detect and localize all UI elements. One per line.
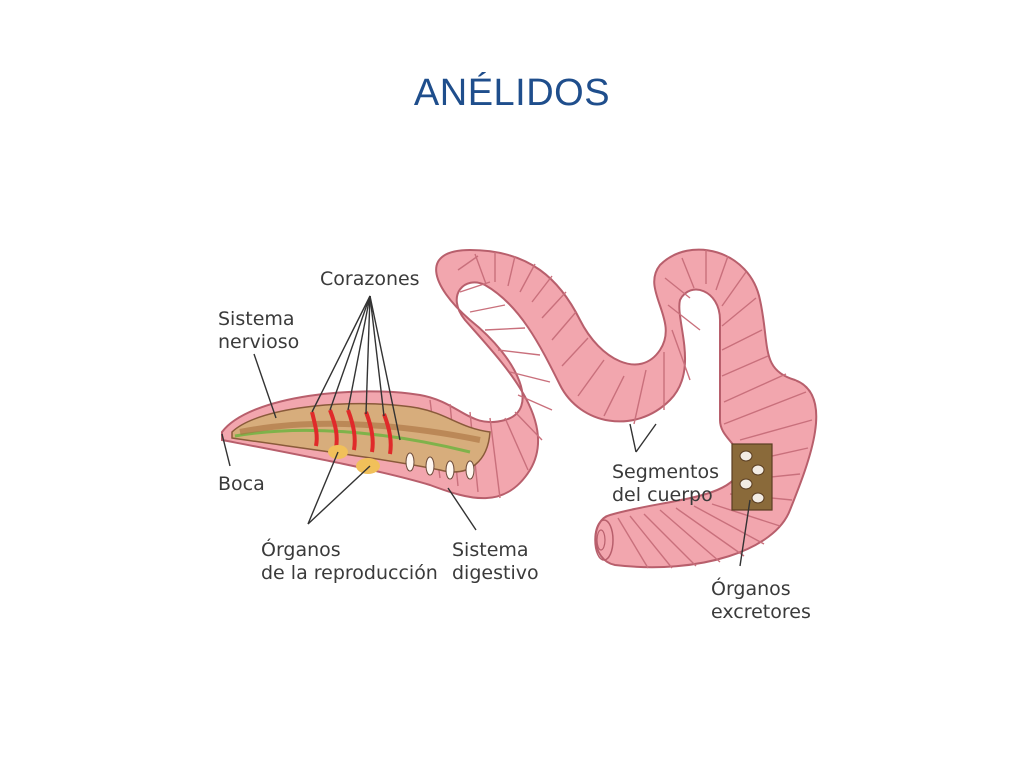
label-sistema-digestivo-line2: digestivo (452, 562, 539, 584)
label-organos-reproduccion: Órganos de la reproducción (261, 539, 438, 585)
label-boca: Boca (218, 473, 265, 495)
label-sistema-digestivo-line1: Sistema (452, 539, 529, 561)
label-organos-reproduccion-line2: de la reproducción (261, 562, 438, 584)
label-organos-excretores-line2: excretores (711, 601, 811, 623)
nephridia-tail (739, 450, 765, 504)
label-corazones: Corazones (320, 268, 420, 290)
label-sistema-nervioso-line1: Sistema (218, 308, 295, 330)
label-organos-excretores: Órganos excretores (711, 578, 811, 624)
label-sistema-nervioso: Sistema nervioso (218, 308, 299, 354)
label-organos-excretores-line1: Órganos (711, 578, 791, 600)
label-segmentos-line1: Segmentos (612, 461, 720, 483)
hearts (310, 409, 393, 455)
label-segmentos-line2: del cuerpo (612, 484, 713, 506)
nephridia-front (405, 452, 475, 480)
leader-lines (221, 295, 751, 567)
tail-tip (594, 519, 614, 561)
slide-title: ANÉLIDOS (413, 72, 611, 114)
nerve-cord (234, 428, 471, 454)
reproductive-organ (356, 458, 380, 474)
digestive-tract (239, 420, 481, 443)
earthworm-illustration (221, 248, 818, 569)
label-sistema-digestivo: Sistema digestivo (452, 539, 539, 585)
label-sistema-nervioso-line2: nervioso (218, 331, 300, 353)
label-organos-reproduccion-line1: Órganos (261, 539, 341, 561)
worm-body (221, 248, 818, 569)
label-segmentos: Segmentos del cuerpo (612, 461, 719, 507)
